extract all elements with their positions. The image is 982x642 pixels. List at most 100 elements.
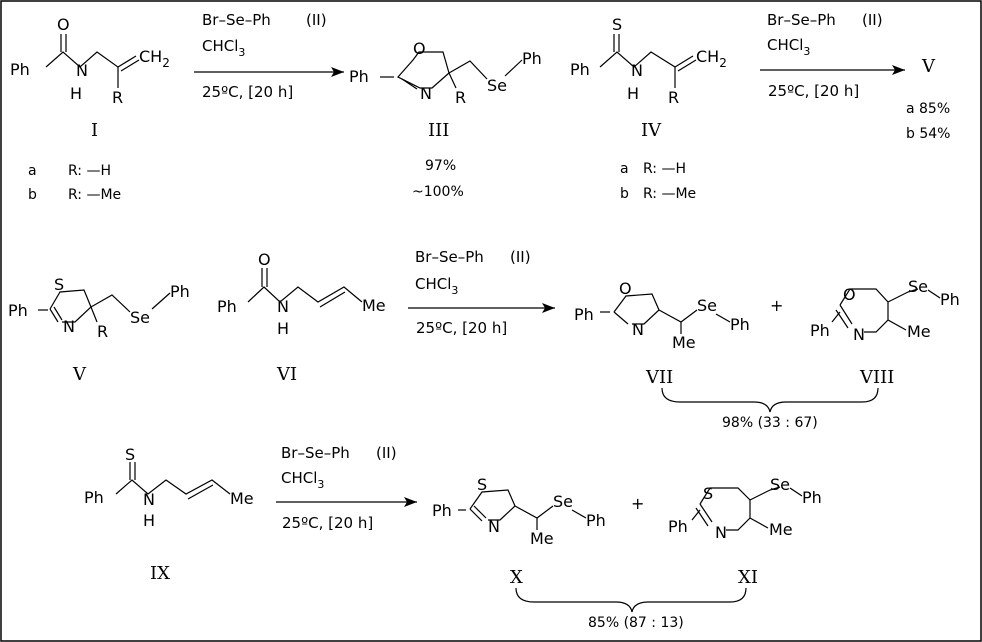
- atom-s: S: [125, 445, 135, 464]
- atom-me: Me: [769, 520, 793, 539]
- atom-o: O: [619, 279, 632, 298]
- atom-se: Se: [553, 492, 573, 511]
- sub-b-label: b: [28, 187, 37, 203]
- label-IX: IX: [150, 563, 170, 584]
- atom-n: N: [631, 61, 643, 80]
- sub-b-r: R: —Me: [68, 187, 121, 203]
- atom-ph: Ph: [349, 67, 369, 86]
- atom-se: Se: [908, 277, 928, 296]
- sub-a-r: R: —H: [643, 161, 686, 177]
- label-IV: IV: [641, 120, 662, 141]
- atom-se: Se: [770, 475, 790, 494]
- atom-n: N: [715, 523, 727, 542]
- label-V: V: [72, 364, 87, 385]
- atom-ph: Ph: [10, 60, 30, 79]
- plus-sign: +: [770, 296, 783, 315]
- compound-IV-structure: S Ph N H CH2 R: [570, 15, 727, 107]
- atom-se: Se: [697, 296, 717, 315]
- atom-se: Se: [130, 308, 150, 327]
- reagent-name: Br–Se–Ph: [415, 248, 484, 266]
- atom-ph: Ph: [940, 290, 960, 309]
- sub-b-label: b: [620, 186, 629, 202]
- brace-X-XI: [515, 587, 747, 613]
- atom-h: H: [70, 84, 82, 103]
- atom-n: N: [143, 490, 155, 509]
- atom-r: R: [455, 88, 466, 107]
- compound-XI-structure: S Ph N Se Ph Me: [668, 475, 822, 542]
- compound-X-structure: S Ph N Se Ph Me: [432, 475, 606, 548]
- temperature: 25ºC, [20 h]: [416, 319, 507, 337]
- compound-VII-structure: O Ph N Se Ph Me: [574, 279, 750, 352]
- compound-VIII-structure: O Ph N Se Ph Me: [810, 277, 960, 344]
- reaction-arrow-4: Br–Se–Ph (II) CHCl3 25ºC, [20 h]: [276, 444, 417, 532]
- atom-s: S: [703, 484, 713, 503]
- atom-ph: Ph: [217, 297, 237, 316]
- reaction-arrow-1: Br–Se–Ph (II) CHCl3 25ºC, [20 h]: [194, 11, 344, 101]
- solvent: CHCl3: [415, 275, 458, 297]
- atom-ph: Ph: [668, 517, 688, 536]
- reagent-name: Br–Se–Ph: [281, 444, 350, 462]
- label-X: X: [510, 567, 523, 588]
- reagent-code: (II): [376, 444, 397, 462]
- atom-me: Me: [530, 529, 554, 548]
- temperature: 25ºC, [20 h]: [768, 82, 859, 100]
- atom-ph: Ph: [802, 488, 822, 507]
- solvent: CHCl3: [767, 36, 810, 58]
- label-XI: XI: [738, 567, 758, 588]
- sub-b-r: R: —Me: [643, 186, 696, 202]
- sub-a-r: R: —H: [68, 163, 111, 179]
- compound-I-structure: O Ph N H CH2 R: [10, 15, 170, 107]
- atom-ph: Ph: [8, 301, 28, 320]
- atom-s: S: [612, 15, 622, 34]
- yield-VII-VIII: 98% (33 : 67): [722, 415, 818, 431]
- compound-V-structure: S Ph N Se Ph R: [8, 275, 190, 341]
- atom-me: Me: [230, 489, 254, 508]
- atom-r: R: [112, 88, 123, 107]
- atom-ph: Ph: [810, 321, 830, 340]
- atom-ph: Ph: [574, 305, 594, 324]
- atom-o: O: [258, 250, 271, 269]
- label-III: III: [428, 120, 449, 141]
- atom-ph: Ph: [170, 282, 190, 301]
- solvent: CHCl3: [281, 469, 324, 491]
- temperature: 25ºC, [20 h]: [282, 514, 373, 532]
- atom-ch2: CH2: [696, 47, 727, 70]
- yield-III-b: ~100%: [412, 184, 464, 200]
- atom-o: O: [57, 15, 70, 34]
- atom-n: N: [76, 61, 88, 80]
- sub-a-label: a: [620, 161, 629, 177]
- atom-n: N: [632, 320, 644, 339]
- label-I: I: [91, 120, 98, 141]
- atom-o: O: [413, 39, 426, 58]
- reagent-name: Br–Se–Ph: [202, 11, 271, 29]
- atom-ph: Ph: [522, 49, 542, 68]
- plus-sign: +: [631, 494, 644, 513]
- yield-III-a: 97%: [425, 158, 456, 174]
- atom-h: H: [277, 319, 289, 338]
- reagent-code: (II): [306, 11, 327, 29]
- reagent-code: (II): [510, 248, 531, 266]
- reaction-arrow-3: Br–Se–Ph (II) CHCl3 25ºC, [20 h]: [408, 248, 555, 337]
- atom-ph: Ph: [84, 488, 104, 507]
- atom-r: R: [668, 88, 679, 107]
- yield-V-b: b 54%: [906, 126, 950, 142]
- atom-h: H: [143, 511, 155, 530]
- atom-n: N: [277, 297, 289, 316]
- atom-n: N: [420, 84, 432, 103]
- solvent: CHCl3: [202, 37, 245, 59]
- atom-ch2: CH2: [139, 47, 170, 70]
- atom-h: H: [627, 84, 639, 103]
- label-VII: VII: [645, 367, 673, 388]
- atom-me: Me: [362, 296, 386, 315]
- atom-se: Se: [487, 76, 507, 95]
- yield-X-XI: 85% (87 : 13): [588, 615, 684, 631]
- compound-VI-structure: O Ph N H Me: [217, 250, 386, 338]
- atom-ph: Ph: [432, 501, 452, 520]
- temperature: 25ºC, [20 h]: [202, 83, 293, 101]
- atom-ph: Ph: [570, 60, 590, 79]
- atom-r: R: [97, 322, 108, 341]
- atom-s: S: [54, 275, 64, 294]
- sub-a-label: a: [28, 163, 37, 179]
